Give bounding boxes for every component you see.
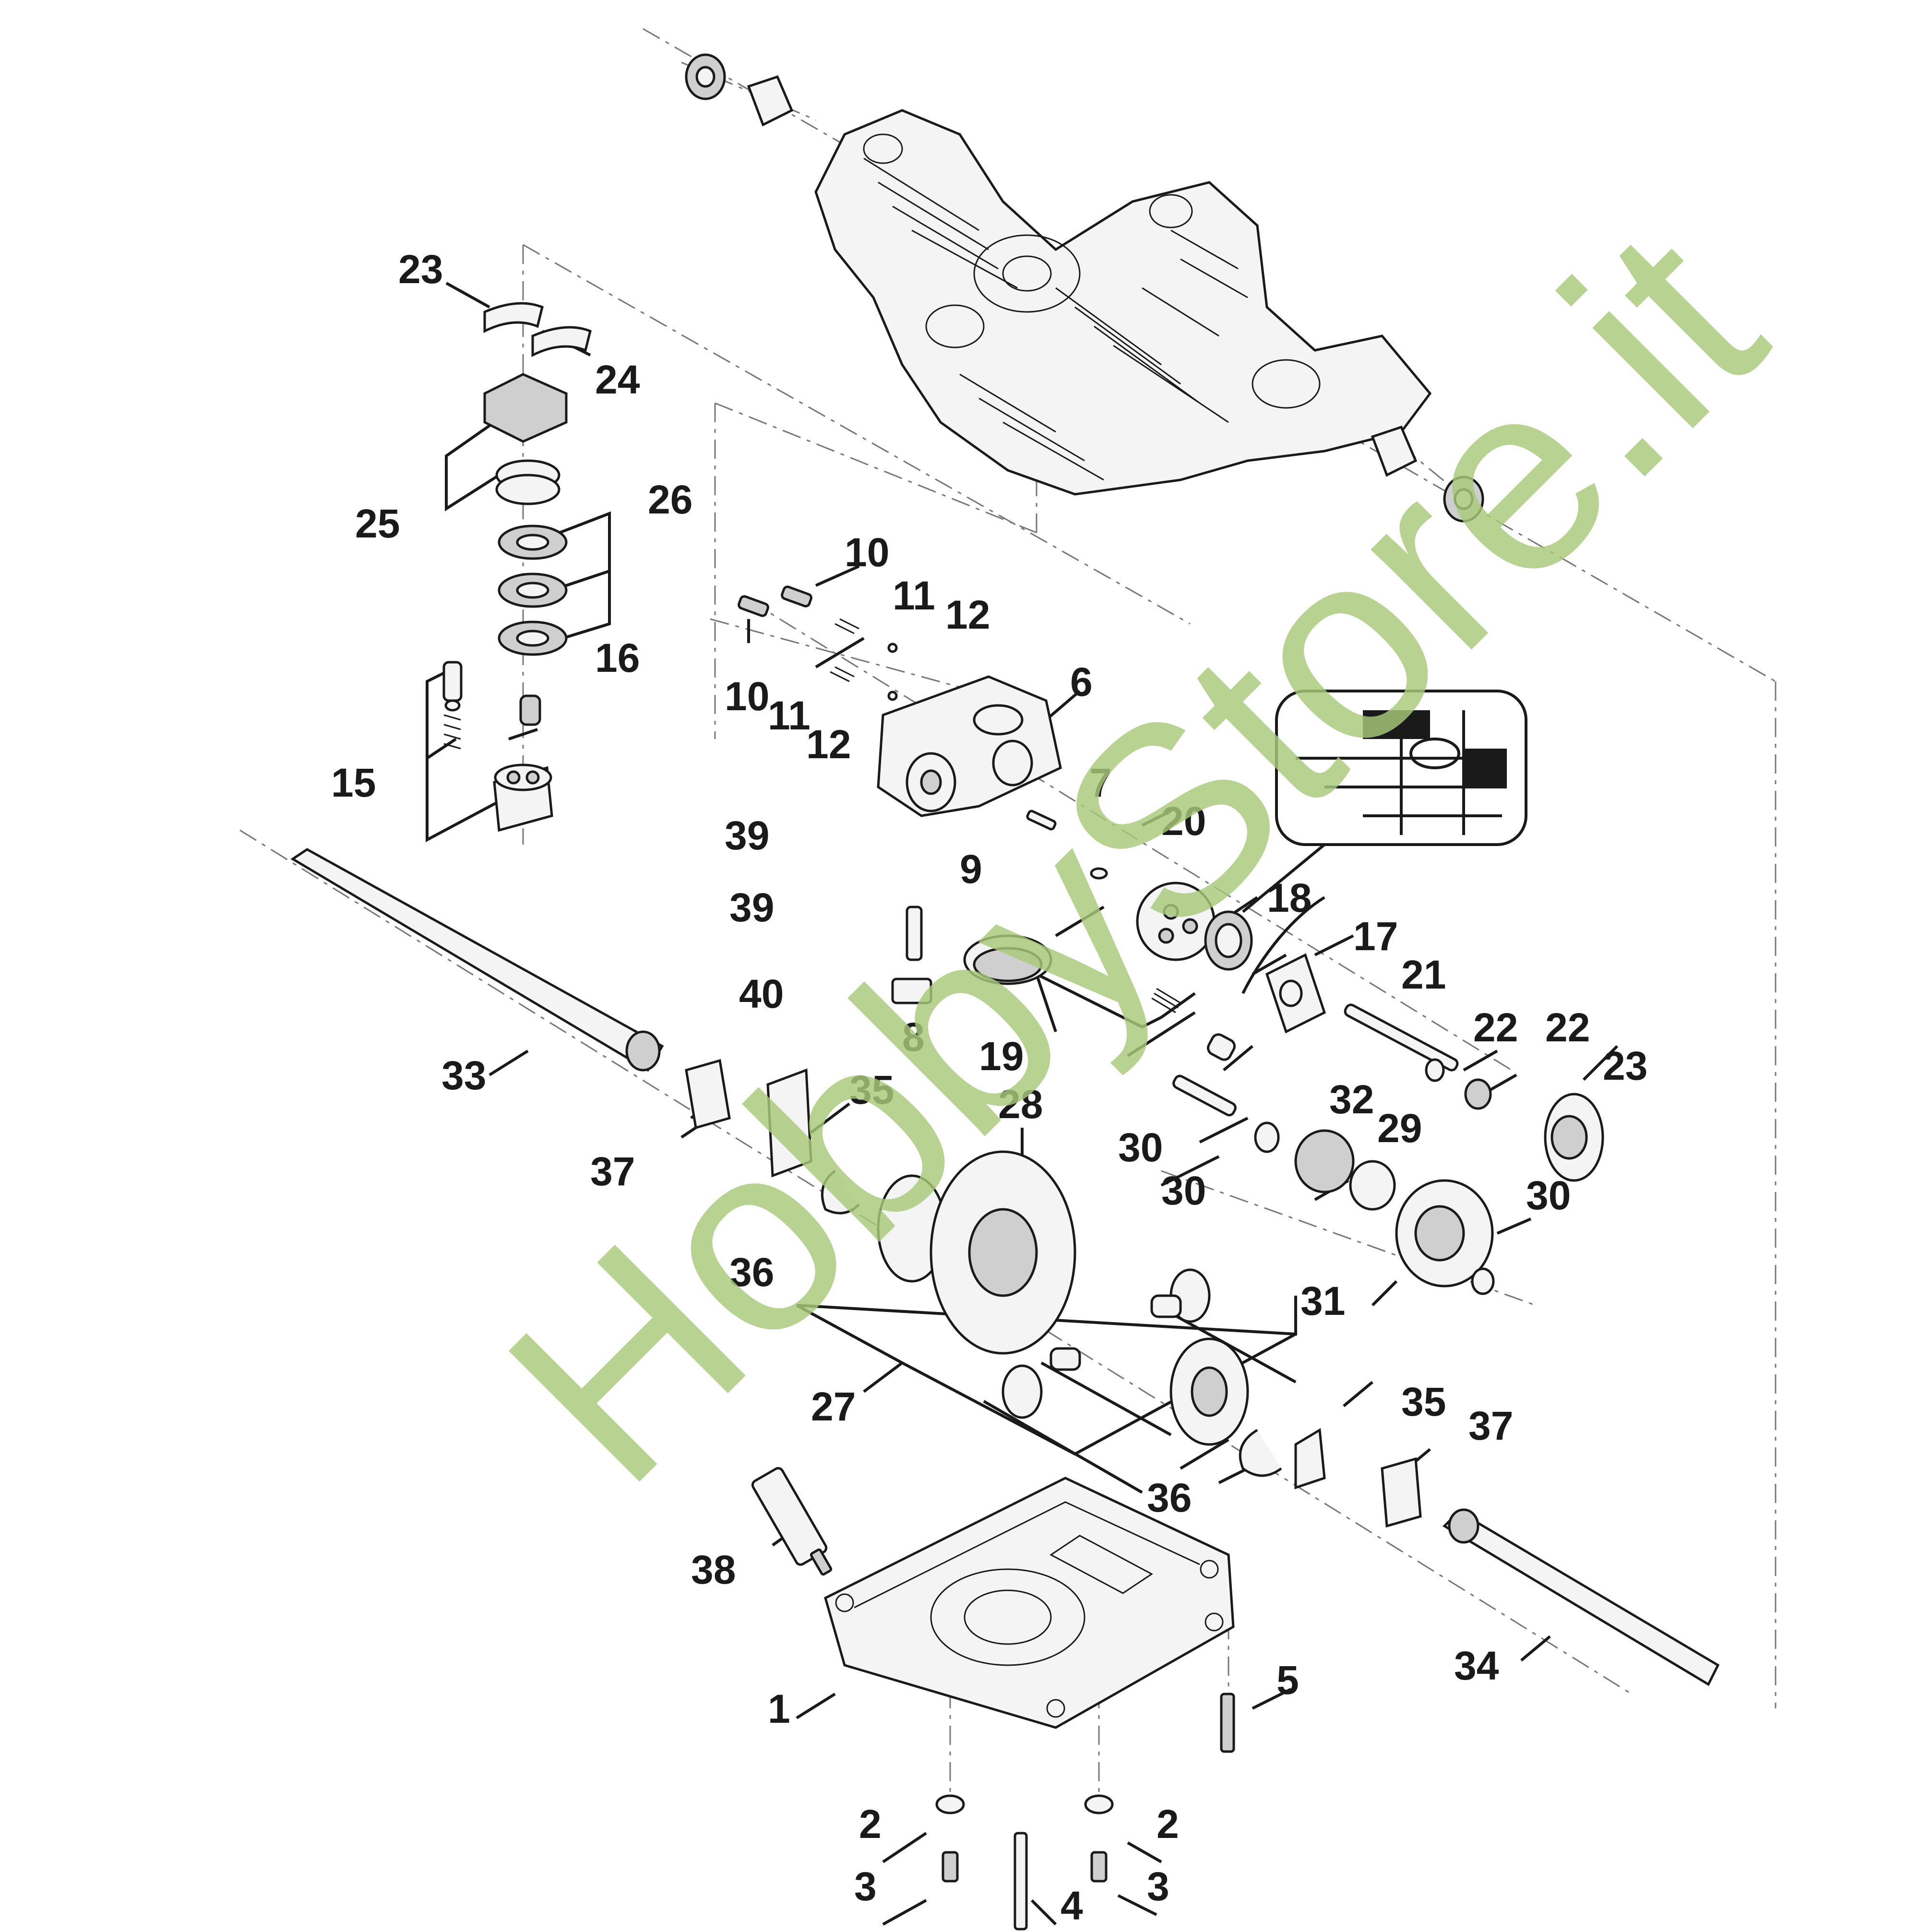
gear-train-parts [1172, 1058, 1604, 1295]
callout-1: 1 [768, 1686, 790, 1731]
callout-3-right: 3 [1147, 1864, 1169, 1909]
callout-23-upper: 23 [398, 247, 443, 292]
callout-34: 34 [1454, 1643, 1499, 1688]
callout-14: 16 [595, 635, 640, 680]
sealant-tube [751, 1467, 833, 1576]
callout-19: 21 [1401, 952, 1446, 997]
callout-12-upper: 12 [945, 592, 990, 637]
callout-24: 25 [355, 501, 400, 546]
callout-31: 31 [1300, 1278, 1345, 1324]
callout-37-upper: 37 [590, 1149, 635, 1194]
callout-13: 15 [331, 760, 376, 805]
callout-40: 40 [739, 971, 784, 1016]
callout-2-left: 2 [859, 1801, 882, 1847]
callout-39-lower: 39 [729, 885, 774, 930]
callout-36-lower: 36 [1147, 1475, 1192, 1520]
callout-21: 23 [1603, 1043, 1647, 1088]
callout-29: 30 [1118, 1125, 1163, 1170]
callout-4: 4 [1061, 1883, 1083, 1928]
callout-labels: 23 24 25 26 10 11 12 10 11 12 16 15 6 7 … [331, 247, 1647, 1928]
callout-35-upper: 35 [849, 1067, 894, 1112]
callout-27: 28 [998, 1082, 1043, 1127]
callout-8: 8 [902, 1014, 925, 1060]
callout-30-right: 30 [1526, 1173, 1571, 1218]
callout-38: 38 [691, 1547, 736, 1592]
callout-10-lower: 10 [725, 674, 769, 719]
callout-18: 20 [1161, 799, 1206, 844]
callout-11-lower: 11 [768, 693, 811, 738]
axle-shafts [290, 848, 1720, 1686]
callout-39-upper: 39 [725, 813, 769, 858]
callout-23-lower: 24 [595, 357, 640, 402]
callout-26: 27 [811, 1384, 856, 1429]
callout-25: 26 [648, 477, 692, 522]
callout-28: 29 [1377, 1106, 1422, 1151]
callout-22: 22 [1545, 1005, 1590, 1050]
callout-7: 7 [1089, 760, 1112, 805]
callout-35-lower: 35 [1401, 1379, 1446, 1424]
transaxle-housing-upper [685, 53, 1484, 523]
center-section-block [877, 675, 1062, 817]
callout-5: 5 [1276, 1658, 1299, 1703]
pump-stack-parts [442, 302, 592, 832]
callout-17: 19 [979, 1034, 1024, 1079]
callout-6: 6 [1070, 659, 1093, 704]
motor-parts [891, 810, 1459, 1072]
callout-16: 18 [1267, 875, 1312, 920]
fasteners [935, 1693, 1235, 1931]
callout-33: 33 [441, 1053, 486, 1098]
transaxle-housing-lower [824, 1477, 1235, 1729]
callout-9: 9 [960, 847, 982, 892]
callout-20: 22 [1473, 1005, 1518, 1050]
differential-parts [685, 1059, 1422, 1528]
callout-32: 32 [1329, 1077, 1374, 1122]
callout-37-lower: 37 [1468, 1403, 1513, 1448]
callout-15: 17 [1353, 914, 1398, 959]
callout-36-upper: 36 [729, 1250, 774, 1295]
detail-inset [1242, 690, 1527, 913]
callout-11-upper: 11 [893, 573, 935, 618]
callout-2-right: 2 [1157, 1801, 1179, 1847]
callout-30-left: 30 [1161, 1168, 1206, 1213]
callout-3-left: 3 [854, 1864, 877, 1909]
callout-12-lower: 12 [806, 722, 851, 767]
callout-10-upper: 10 [845, 530, 889, 575]
valve-parts [738, 585, 898, 701]
